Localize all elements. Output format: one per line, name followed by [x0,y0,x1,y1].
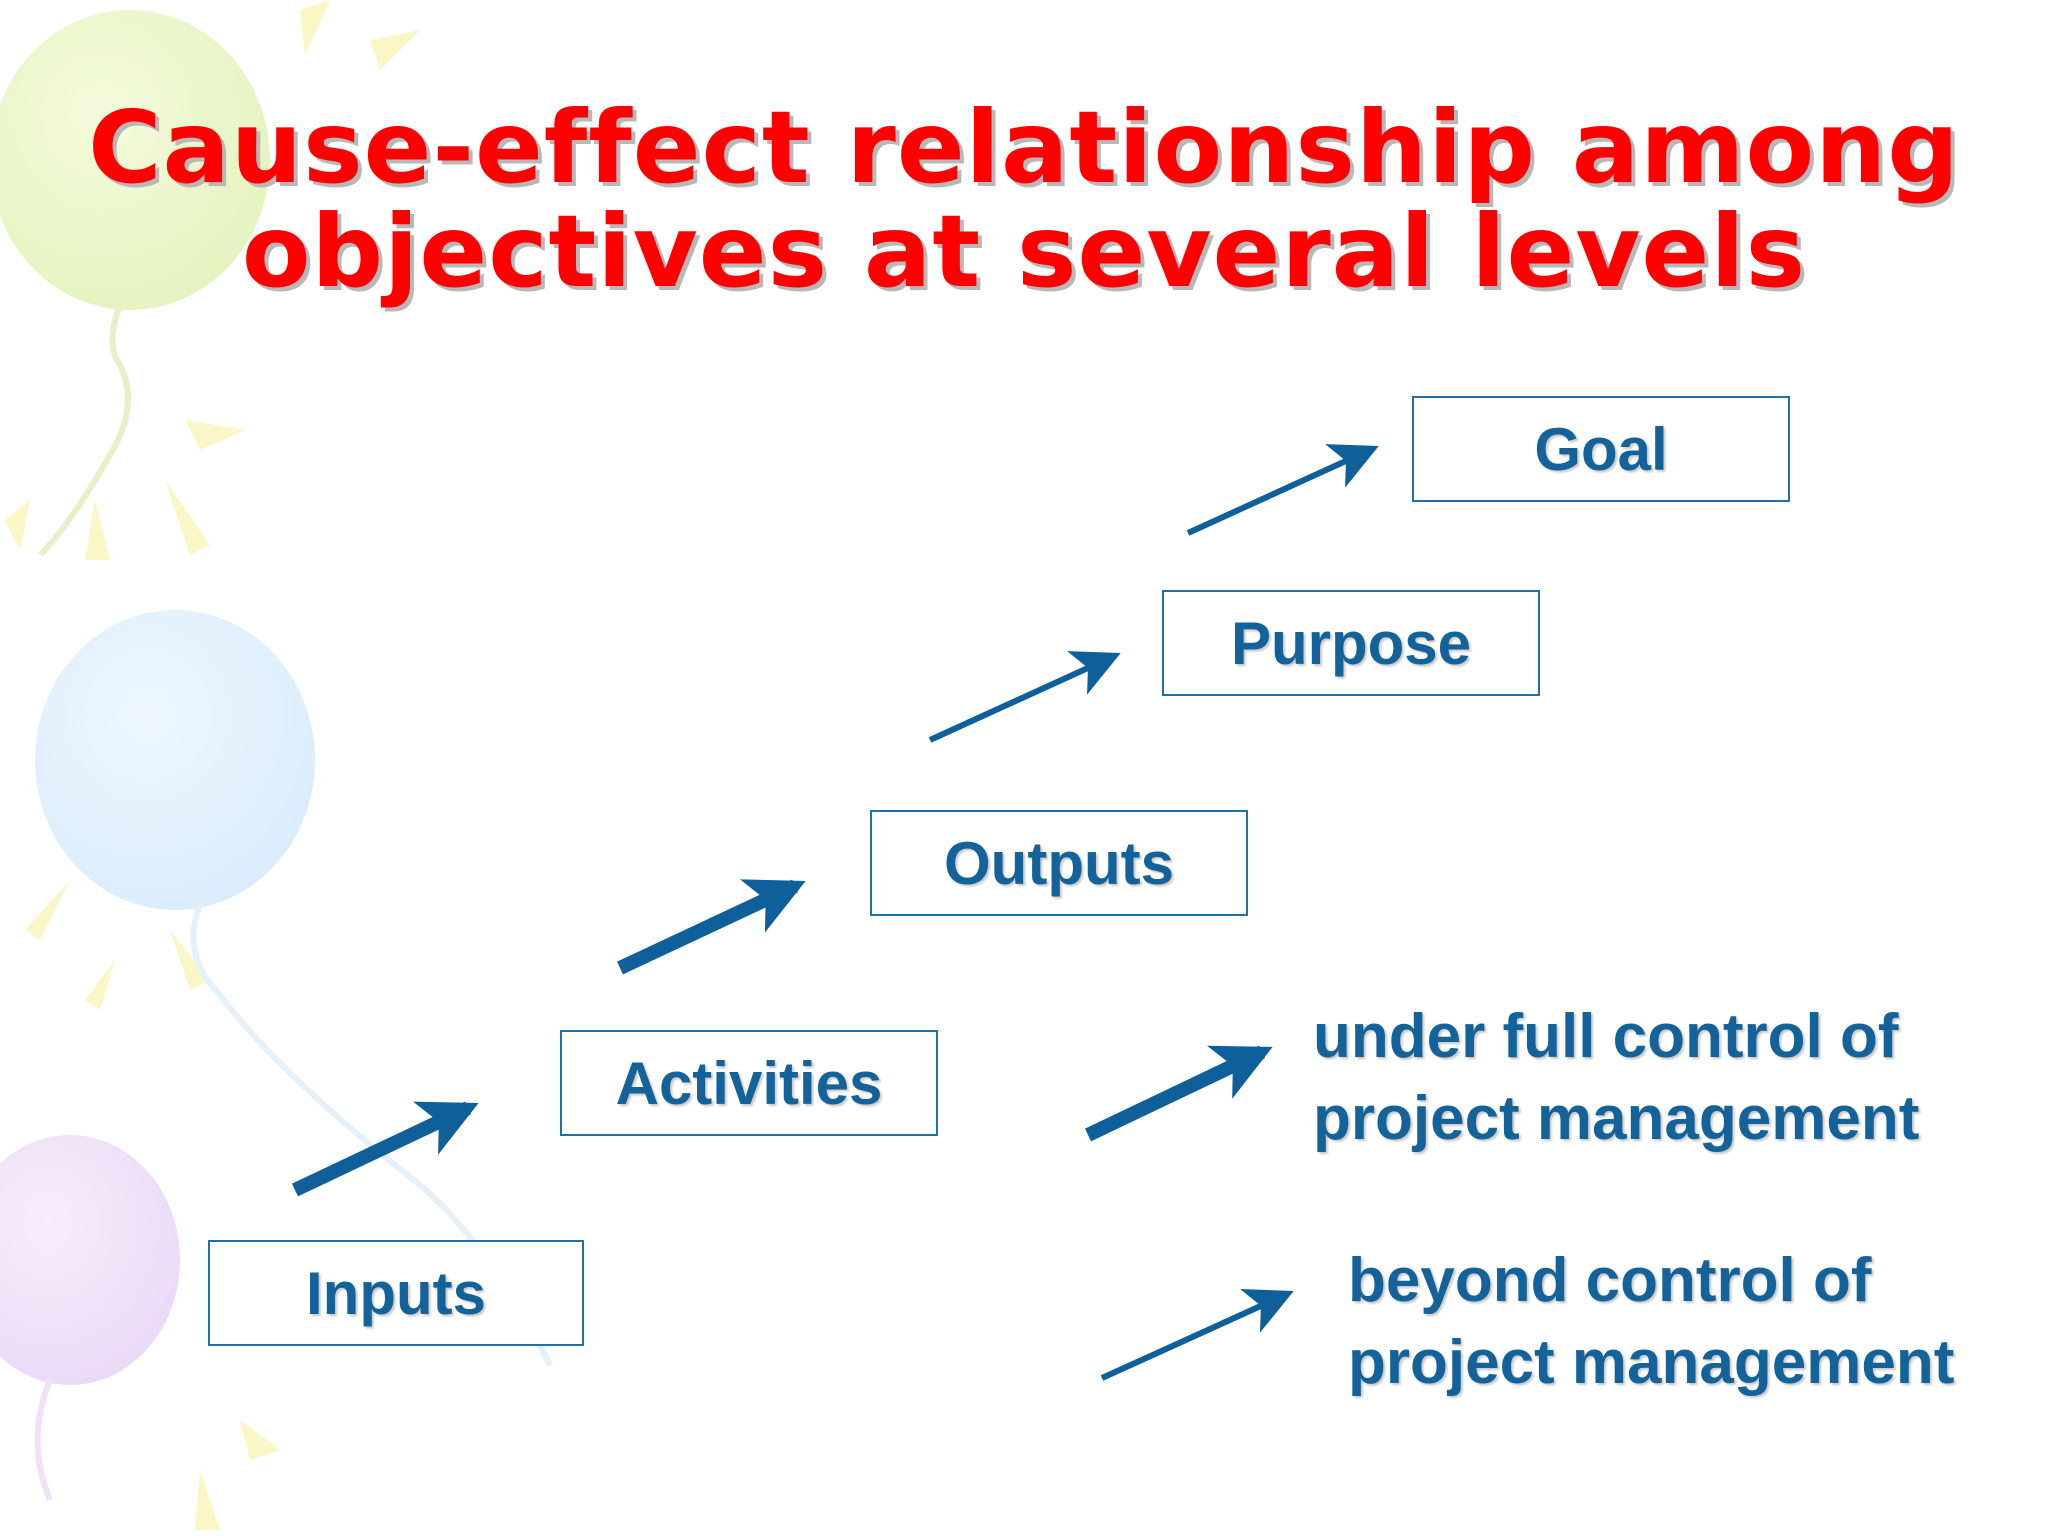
goal-box: Goal [1412,396,1790,502]
outputs-box: Outputs [870,810,1248,916]
legend-under-control: under full control of project management [1313,996,1919,1160]
legend-under-line-1: under full control of [1313,1002,1899,1071]
legend-beyond-line-1: beyond control of [1348,1246,1872,1315]
purple-balloon-icon [0,1135,180,1502]
title-line-1: Cause-effect relationship among [88,89,1960,206]
page-title: Cause-effect relationship among objectiv… [0,96,2048,304]
green-balloon-icon [0,10,270,558]
title-line-2: objectives at several levels [241,193,1807,310]
inputs-box: Inputs [208,1240,584,1346]
legend-under-line-2: project management [1313,1084,1920,1153]
sun-rays-icon [5,0,420,1530]
activities-box: Activities [560,1030,938,1136]
legend-beyond-control: beyond control of project management [1348,1240,1954,1404]
legend-beyond-line-2: project management [1348,1328,1955,1397]
purpose-box: Purpose [1162,590,1540,696]
